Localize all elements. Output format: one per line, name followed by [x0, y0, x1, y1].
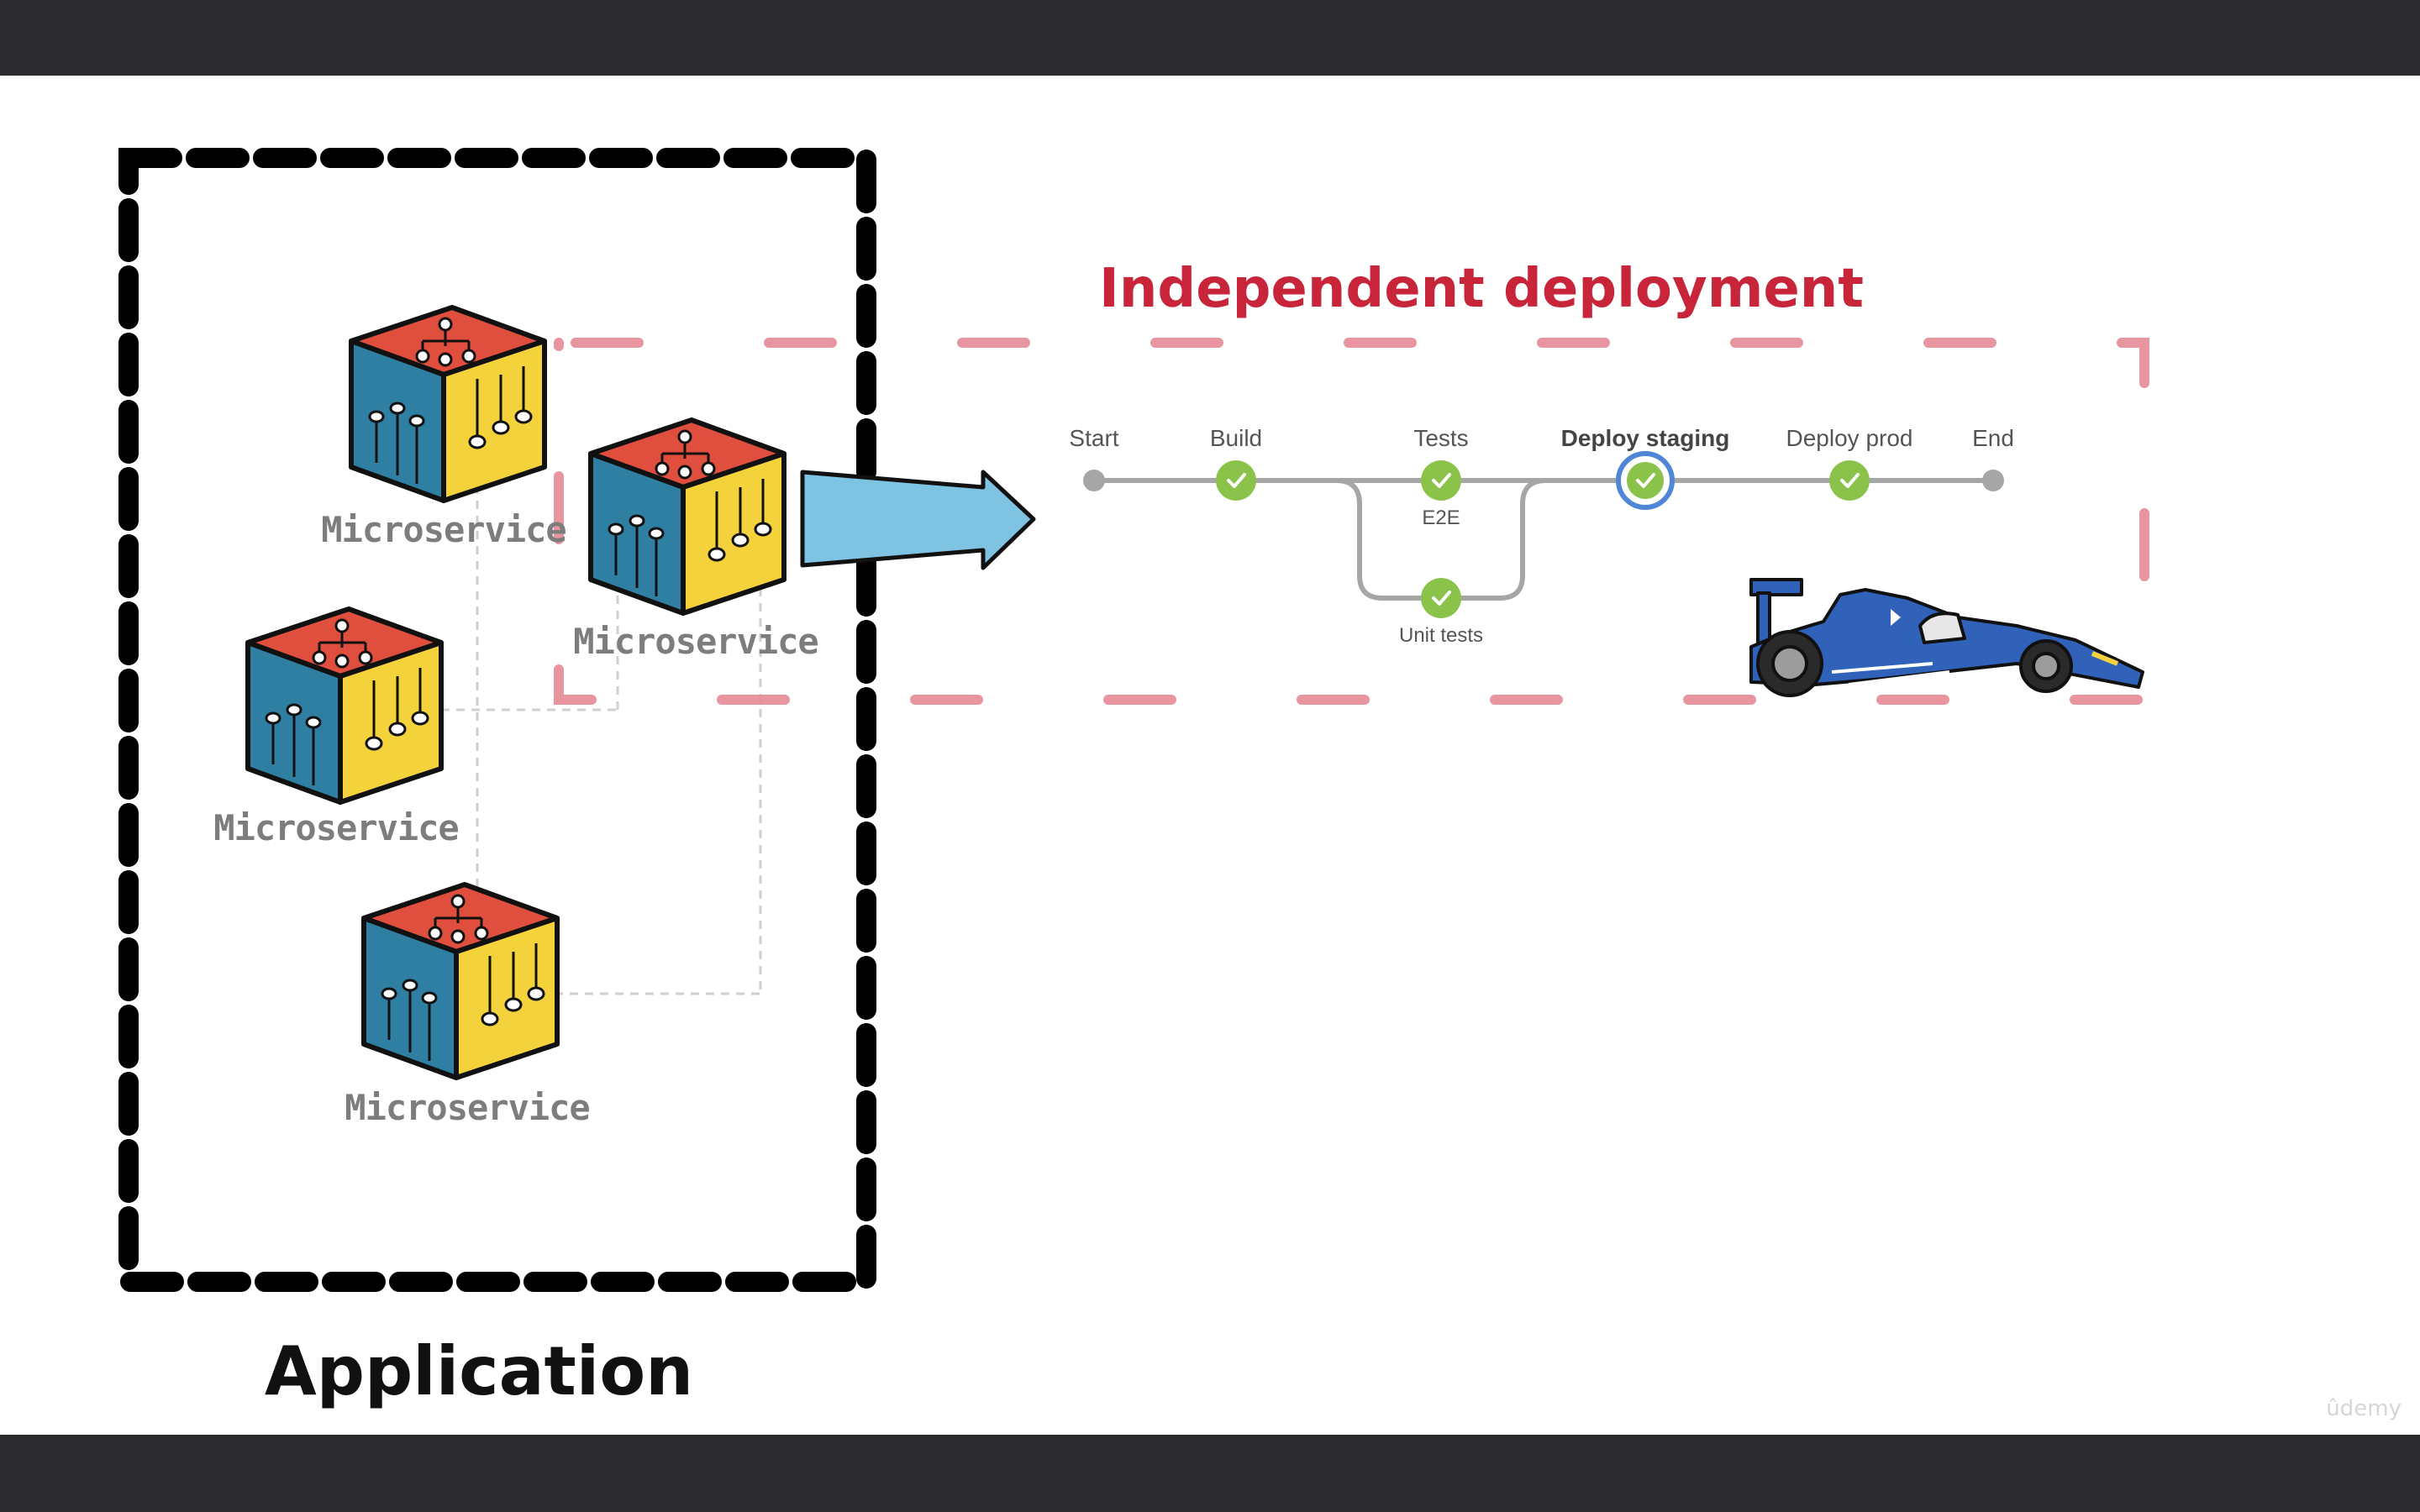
pipeline-stage-start: Start: [1069, 425, 1119, 491]
stage-status-dot: [1216, 460, 1256, 501]
pipeline-branch-unit-tests[interactable]: Unit tests: [1399, 578, 1483, 647]
microservice-cube-icon: [364, 885, 557, 1078]
stage-status-dot: [1627, 462, 1664, 499]
microservice-4: Microservice: [345, 885, 591, 1128]
microservice-2: Microservice: [573, 420, 819, 662]
deployment-boundary: [554, 338, 2149, 705]
pipeline: Start Build Tests E2E Unit tests Depl: [1069, 425, 2013, 647]
application-boundary: [118, 148, 876, 1292]
bottom-letterbox-bar: [0, 1435, 2420, 1512]
top-letterbox-bar: [0, 0, 2420, 76]
microservice-1: Microservice: [321, 307, 567, 550]
stage-status-dot: [1421, 578, 1461, 618]
race-car-icon: [1749, 578, 2144, 697]
stage-label: Build: [1210, 425, 1262, 451]
stage-label: Start: [1069, 425, 1118, 451]
microservice-cube-icon: [591, 420, 784, 613]
stage-label: Deploy staging: [1561, 425, 1730, 451]
stage-label: Deploy prod: [1786, 425, 1913, 451]
endpoint-dot: [1982, 470, 2004, 491]
microservice-cube-icon: [248, 609, 441, 802]
right-arrow-icon: [800, 470, 1036, 570]
connection-lines: [441, 470, 762, 995]
stage-sublabel: E2E: [1422, 507, 1460, 529]
endpoint-dot: [1083, 470, 1105, 491]
deployment-title: Independent deployment: [1099, 258, 1864, 320]
stage-label: Tests: [1413, 425, 1468, 451]
microservice-label: Microservice: [213, 807, 458, 848]
microservice-3: Microservice: [213, 609, 460, 848]
pipeline-stage-deploy-staging[interactable]: Deploy staging: [1561, 425, 1730, 510]
watermark-logo: ûdemy: [2326, 1396, 2402, 1421]
stage-status-dot: [1421, 460, 1461, 501]
pipeline-stage-end: End: [1972, 425, 2014, 491]
microservice-label: Microservice: [321, 509, 566, 550]
pipeline-stage-deploy-prod[interactable]: Deploy prod: [1786, 425, 1913, 501]
microservice-cube-icon: [351, 307, 544, 501]
stage-status-dot: [1829, 460, 1870, 501]
microservice-label: Microservice: [345, 1087, 589, 1128]
stage-sublabel: Unit tests: [1399, 624, 1483, 647]
application-label: Application: [265, 1332, 693, 1410]
stage-label: End: [1972, 425, 2014, 451]
pipeline-stage-tests[interactable]: Tests E2E: [1413, 425, 1468, 529]
microservice-label: Microservice: [573, 621, 818, 662]
pipeline-stage-build[interactable]: Build: [1210, 425, 1262, 501]
